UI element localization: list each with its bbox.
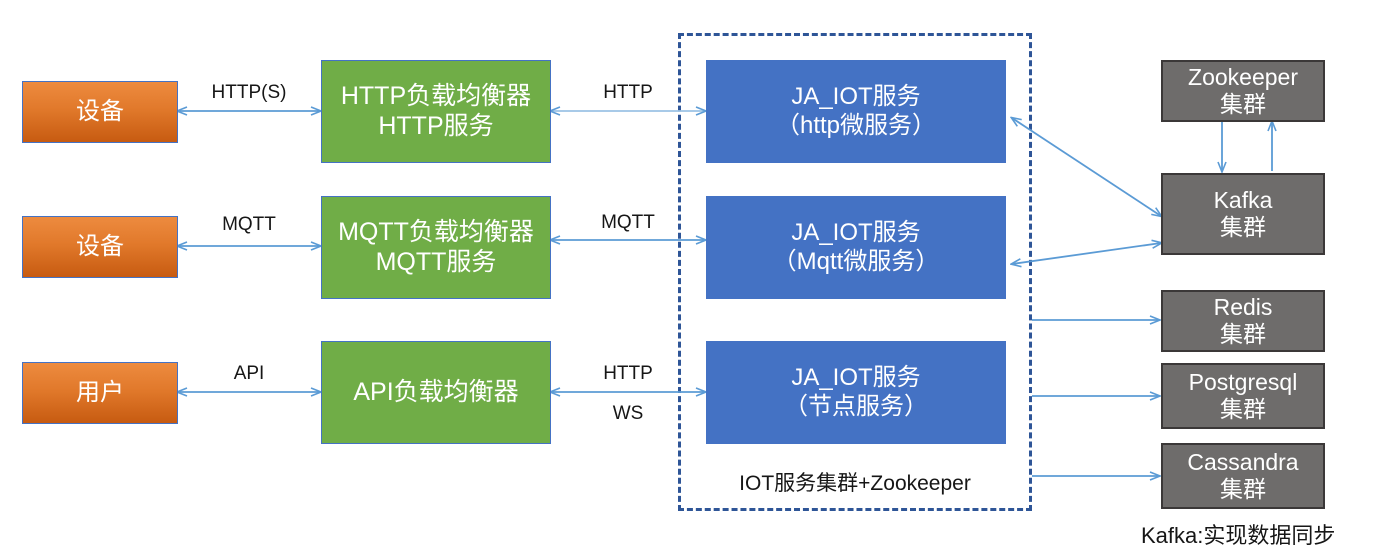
node-device-http[interactable]: 设备	[22, 81, 178, 143]
edge-label-device-http: HTTP(S)	[211, 82, 287, 103]
edge-kafka-http-service	[1012, 118, 1161, 216]
node-service-http-line1: JA_IOT服务	[791, 83, 921, 111]
node-kafka-cluster[interactable]: Kafka 集群	[1161, 173, 1325, 255]
edge-label-user-api: API	[233, 363, 265, 384]
edge-label-lb-api-top: HTTP	[603, 363, 653, 384]
node-api-load-balancer-line1: API负载均衡器	[353, 377, 519, 406]
node-service-http-line2: （http微服务）	[775, 111, 937, 139]
node-postgresql-cluster[interactable]: Postgresql 集群	[1161, 363, 1325, 429]
edge-label-lb-http: HTTP	[603, 82, 653, 103]
node-service-mqtt-line2: （Mqtt微服务）	[772, 247, 940, 275]
node-cassandra-cluster[interactable]: Cassandra 集群	[1161, 443, 1325, 509]
node-service-mqtt-line1: JA_IOT服务	[791, 219, 921, 247]
node-service-node-line1: JA_IOT服务	[791, 364, 921, 392]
node-service-node[interactable]: JA_IOT服务 （节点服务）	[706, 341, 1006, 444]
node-redis-cluster[interactable]: Redis 集群	[1161, 290, 1325, 352]
node-http-load-balancer[interactable]: HTTP负载均衡器 HTTP服务	[321, 60, 551, 163]
node-http-load-balancer-line1: HTTP负载均衡器	[340, 82, 532, 110]
node-cassandra-cluster-line2: 集群	[1220, 476, 1266, 502]
edge-label-lb-mqtt: MQTT	[601, 212, 655, 233]
node-service-http[interactable]: JA_IOT服务 （http微服务）	[706, 60, 1006, 163]
node-device-mqtt[interactable]: 设备	[22, 216, 178, 278]
node-postgresql-cluster-line1: Postgresql	[1188, 368, 1298, 395]
node-cassandra-cluster-line1: Cassandra	[1187, 448, 1299, 475]
node-mqtt-load-balancer-line1: MQTT负载均衡器	[338, 218, 534, 246]
node-zookeeper-cluster-line1: Zookeeper	[1188, 63, 1298, 90]
node-postgresql-cluster-line2: 集群	[1220, 396, 1266, 422]
node-api-load-balancer[interactable]: API负载均衡器	[321, 341, 551, 444]
node-service-node-line2: （节点服务）	[784, 392, 928, 420]
node-kafka-cluster-line1: Kafka	[1213, 186, 1273, 213]
node-kafka-cluster-line2: 集群	[1220, 214, 1266, 240]
node-http-load-balancer-line2: HTTP服务	[378, 111, 494, 140]
node-redis-cluster-line1: Redis	[1213, 293, 1273, 320]
node-mqtt-load-balancer-line2: MQTT服务	[375, 247, 497, 276]
edge-kafka-mqtt-service	[1012, 243, 1161, 264]
iot-cluster-group-box	[678, 33, 1032, 511]
node-zookeeper-cluster[interactable]: Zookeeper 集群	[1161, 60, 1325, 122]
node-device-mqtt-label: 设备	[76, 232, 124, 260]
node-mqtt-load-balancer[interactable]: MQTT负载均衡器 MQTT服务	[321, 196, 551, 299]
node-device-http-label: 设备	[76, 97, 124, 125]
node-user[interactable]: 用户	[22, 362, 178, 424]
node-zookeeper-cluster-line2: 集群	[1220, 91, 1266, 117]
node-redis-cluster-line2: 集群	[1220, 321, 1266, 347]
edge-label-lb-api-bottom: WS	[612, 403, 644, 424]
node-user-label: 用户	[76, 378, 124, 406]
iot-cluster-group-label: IOT服务集群+Zookeeper	[739, 472, 971, 495]
edge-label-device-mqtt: MQTT	[222, 214, 276, 235]
node-service-mqtt[interactable]: JA_IOT服务 （Mqtt微服务）	[706, 196, 1006, 299]
kafka-footnote: Kafka:实现数据同步	[1141, 523, 1336, 548]
